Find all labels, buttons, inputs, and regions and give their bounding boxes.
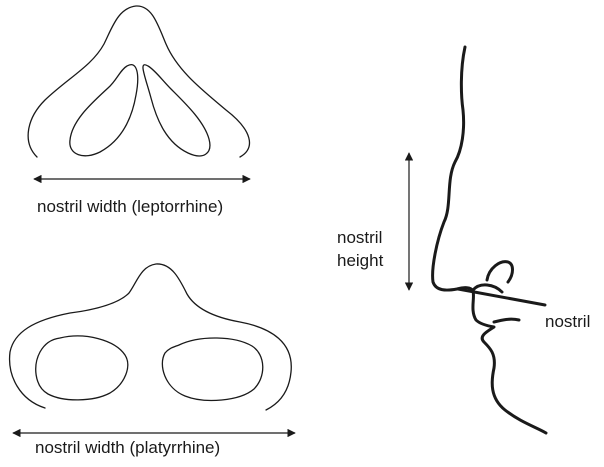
leptorrhine-width-label: nostril width (leptorrhine)	[37, 198, 223, 215]
platyrrhine-left-nostril	[36, 336, 128, 400]
platyrrhine-right-nostril	[162, 338, 262, 400]
nostril-height-label: nostril height	[337, 226, 407, 272]
leptorrhine-left-nostril	[70, 65, 138, 156]
platyrrhine-width-label: nostril width (platyrrhine)	[35, 439, 220, 456]
platyrrhine-nose-outline	[10, 264, 292, 410]
leptorrhine-nose-outline	[28, 6, 249, 157]
leptorrhine-right-nostril	[143, 65, 210, 156]
face-profile	[433, 47, 546, 433]
nostril-label: nostril	[545, 313, 590, 330]
